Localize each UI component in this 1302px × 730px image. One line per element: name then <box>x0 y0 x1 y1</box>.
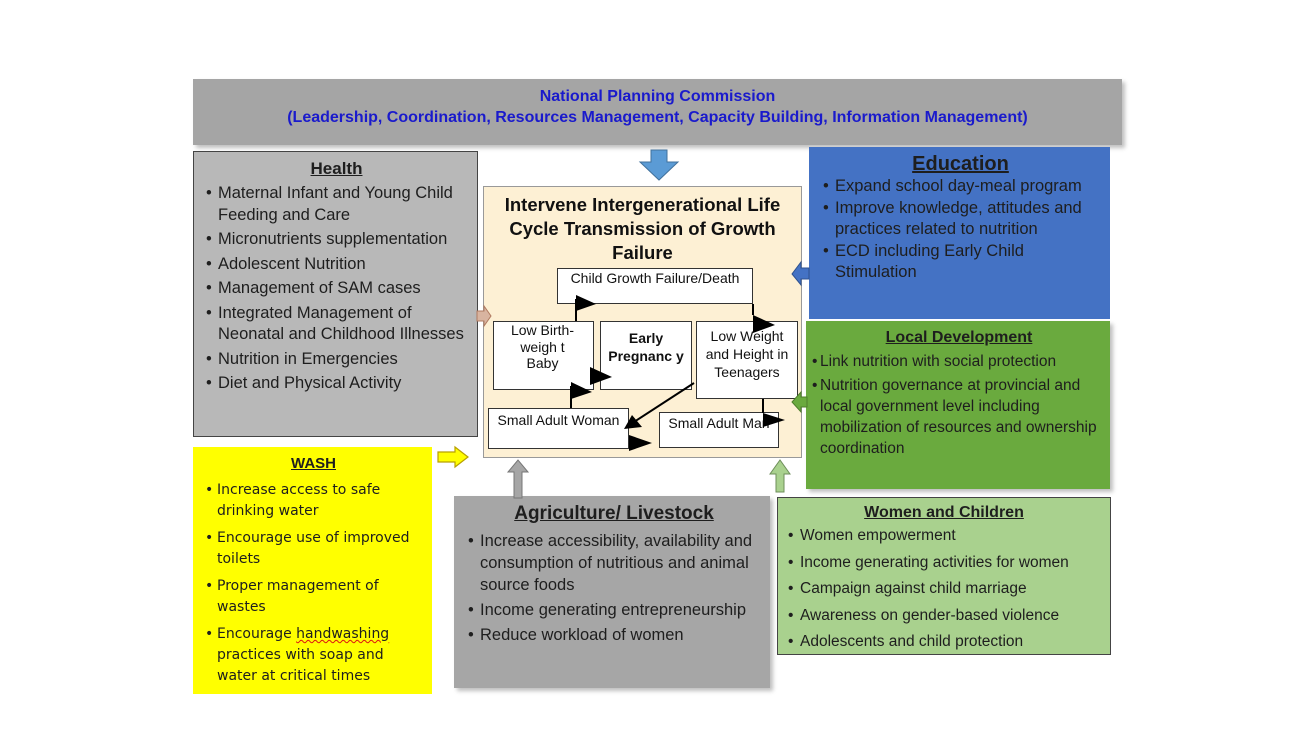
women-children-item: Women empowerment <box>786 525 1102 546</box>
wash-item-prefix: Encourage <box>217 626 297 642</box>
local-development-item: Nutrition governance at provincial and l… <box>812 375 1102 459</box>
life-cycle-box: Intervene Intergenerational Life Cycle T… <box>483 186 802 458</box>
small-adult-man-box: Small Adult Man <box>659 412 779 448</box>
health-item: Micronutrients supplementation <box>204 229 469 251</box>
low-birth-weight-box: Low Birth-weigh t Baby <box>493 321 594 390</box>
agriculture-list: Increase accessibility, availability and… <box>466 530 762 646</box>
local-development-list: Link nutrition with social protection Nu… <box>812 351 1102 459</box>
arrowhead <box>624 415 642 429</box>
education-item: Improve knowledge, attitudes and practic… <box>821 198 1100 241</box>
wash-item: Proper management of wastes <box>203 576 424 618</box>
spellcheck-flagged-word: handwashing <box>296 626 390 642</box>
local-development-title: Local Development <box>885 329 1033 346</box>
women-children-list: Women empowerment Income generating acti… <box>786 525 1102 652</box>
wash-item: Encourage handwashing practices with soa… <box>203 624 424 687</box>
local-development-box: Local Development Link nutrition with so… <box>806 321 1110 489</box>
women-children-item: Awareness on gender-based violence <box>786 605 1102 626</box>
health-item: Integrated Management of Neonatal and Ch… <box>204 303 469 346</box>
right-arrow-icon <box>476 304 492 328</box>
wash-list: Increase access to safe drinking water E… <box>203 480 424 687</box>
cycle-arrow-teen-to-woman <box>633 382 695 423</box>
wash-item-suffix: practices with soap and water at critica… <box>217 647 384 684</box>
health-item: Nutrition in Emergencies <box>204 349 469 371</box>
agriculture-title: Agriculture/ Livestock <box>514 503 714 524</box>
left-arrow-icon <box>791 390 808 414</box>
education-title: Education <box>912 153 1009 175</box>
agriculture-item: Reduce workload of women <box>466 624 762 646</box>
small-adult-woman-box: Small Adult Woman <box>488 408 629 449</box>
low-weight-height-box: Low Weight and Height in Teenagers <box>696 321 798 399</box>
early-pregnancy-box: Early Pregnanc y <box>600 321 692 390</box>
wash-item: Encourage use of improved toilets <box>203 528 424 570</box>
right-arrow-icon <box>437 445 469 469</box>
cycle-arrow-man-to-woman <box>629 435 652 451</box>
education-item: ECD including Early Child Stimulation <box>821 241 1100 284</box>
child-growth-failure-box: Child Growth Failure/Death <box>557 268 753 304</box>
wash-item: Increase access to safe drinking water <box>203 480 424 522</box>
women-children-item: Campaign against child marriage <box>786 578 1102 599</box>
women-children-box: Women and Children Women empowerment Inc… <box>777 497 1111 655</box>
agriculture-box: Agriculture/ Livestock Increase accessib… <box>454 496 770 688</box>
health-list: Maternal Infant and Young Child Feeding … <box>204 183 469 395</box>
agriculture-item: Increase accessibility, availability and… <box>466 530 762 596</box>
wash-title: WASH <box>291 455 336 472</box>
up-arrow-icon <box>769 459 791 493</box>
health-item: Adolescent Nutrition <box>204 254 469 276</box>
down-arrow-icon <box>638 149 680 181</box>
arrowhead <box>753 315 775 333</box>
health-item: Management of SAM cases <box>204 278 469 300</box>
education-item: Expand school day-meal program <box>821 176 1100 198</box>
npc-subtitle: (Leadership, Coordination, Resources Man… <box>287 109 1028 126</box>
health-item: Diet and Physical Activity <box>204 373 469 395</box>
up-arrow-icon <box>506 459 530 499</box>
npc-header-box: National Planning Commission (Leadership… <box>193 79 1122 145</box>
cycle-arrows <box>570 295 785 451</box>
arrowhead <box>571 382 592 399</box>
arrowhead <box>576 295 596 311</box>
women-children-item: Adolescents and child protection <box>786 631 1102 652</box>
local-development-item: Link nutrition with social protection <box>812 351 1102 372</box>
left-arrow-icon <box>791 260 810 287</box>
health-box: Health Maternal Infant and Young Child F… <box>193 151 478 437</box>
women-children-item: Income generating activities for women <box>786 552 1102 573</box>
cycle-arrow-early-to-lbw <box>590 367 612 385</box>
education-list: Expand school day-meal program Improve k… <box>821 176 1100 284</box>
health-title: Health <box>310 159 363 178</box>
agriculture-item: Income generating entrepreneurship <box>466 599 762 621</box>
life-cycle-title: Intervene Intergenerational Life Cycle T… <box>504 194 781 263</box>
npc-title: National Planning Commission <box>539 88 776 105</box>
wash-box: WASH Increase access to safe drinking wa… <box>193 447 432 694</box>
education-box: Education Expand school day-meal program… <box>809 147 1110 319</box>
arrowhead <box>763 413 785 427</box>
women-children-title: Women and Children <box>864 504 1024 521</box>
health-item: Maternal Infant and Young Child Feeding … <box>204 183 469 226</box>
